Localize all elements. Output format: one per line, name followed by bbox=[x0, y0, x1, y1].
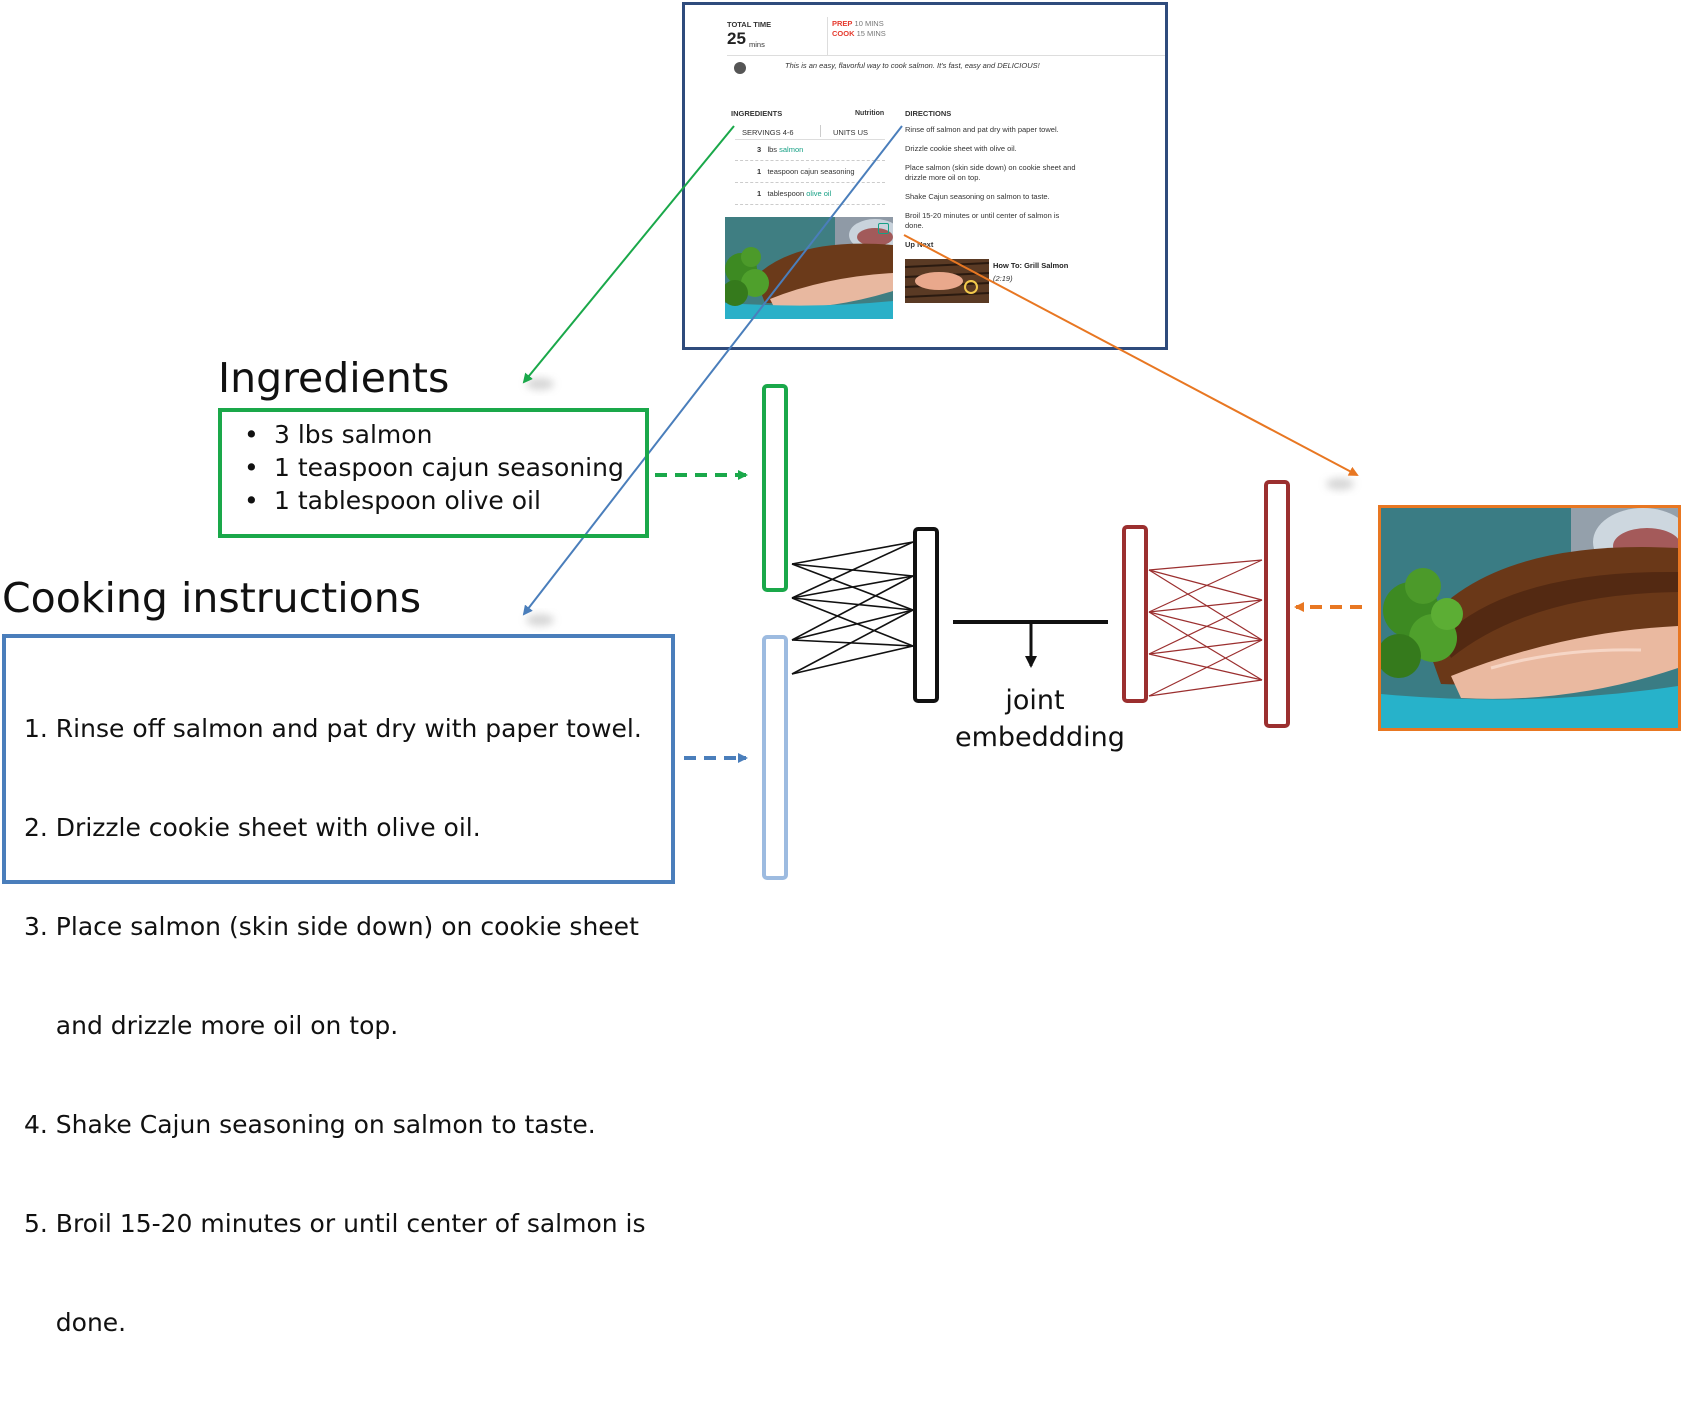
arrow-shadow bbox=[526, 614, 554, 626]
direction-step: Rinse off salmon and pat dry with paper … bbox=[905, 125, 1059, 134]
arrow-shadow bbox=[1326, 478, 1354, 490]
servings-selector[interactable]: SERVINGS 4-6 bbox=[742, 128, 794, 137]
instruction-line: 4. Shake Cajun seasoning on salmon to ta… bbox=[24, 1110, 596, 1139]
cook-time: COOK 15 MINS bbox=[832, 29, 886, 39]
salmon-photo bbox=[1378, 505, 1681, 731]
instructions-box: 1. Rinse off salmon and pat dry with pap… bbox=[2, 634, 675, 1337]
direction-step: Drizzle cookie sheet with olive oil. bbox=[905, 144, 1017, 153]
salmon-photo-graphic bbox=[1381, 508, 1678, 728]
ingredient-item: •1 teaspoon cajun seasoning bbox=[244, 453, 624, 482]
ingredients-box: •3 lbs salmon •1 teaspoon cajun seasonin… bbox=[218, 408, 649, 538]
instructions-list: 1. Rinse off salmon and pat dry with pap… bbox=[24, 646, 646, 1405]
video-thumbnail[interactable] bbox=[905, 259, 989, 303]
direction-step: Broil 15-20 minutes or until center of s… bbox=[905, 211, 1060, 220]
ingredient-link[interactable]: salmon bbox=[779, 145, 804, 154]
ingredients-embedding-bar bbox=[762, 384, 788, 592]
ingredients-pointer-arrow bbox=[522, 125, 735, 384]
directions-heading: DIRECTIONS bbox=[905, 109, 952, 118]
direction-step: Place salmon (skin side down) on cookie … bbox=[905, 163, 1076, 172]
ingredient-row: 1 tablespoon olive oil bbox=[757, 189, 831, 199]
image-encoder-bar-inner bbox=[1122, 525, 1148, 703]
ingredient-qty: 1 bbox=[757, 189, 762, 198]
nutrition-link[interactable]: Nutrition bbox=[855, 110, 885, 117]
recipe-screenshot: TOTAL TIME 25 mins PREP 10 MINS COOK 15 … bbox=[682, 2, 1168, 350]
ingredient-unit: teaspoon cajun seasoning bbox=[767, 167, 855, 176]
joint-embedding-label: joint embeddding bbox=[955, 682, 1125, 756]
avatar[interactable] bbox=[734, 62, 746, 74]
prep-time: PREP 10 MINS bbox=[832, 19, 884, 29]
instructions-title: Cooking instructions bbox=[2, 574, 422, 622]
recipe-description: This is an easy, flavorful way to cook s… bbox=[785, 61, 1040, 70]
total-time-unit: mins bbox=[749, 40, 765, 49]
instruction-line: 1. Rinse off salmon and pat dry with pap… bbox=[24, 714, 642, 743]
total-time-label: TOTAL TIME bbox=[727, 20, 772, 29]
image-encoder-connections bbox=[1148, 559, 1263, 697]
ingredient-item: •1 tablespoon olive oil bbox=[244, 486, 541, 515]
units-selector[interactable]: UNITS US bbox=[833, 128, 869, 137]
divider bbox=[727, 55, 1165, 56]
direction-step: drizzle more oil on top. bbox=[905, 173, 981, 182]
instruction-line: done. bbox=[24, 1308, 127, 1337]
divider bbox=[735, 204, 885, 205]
cook-label: COOK bbox=[832, 29, 855, 38]
total-time-value: 25 bbox=[727, 29, 746, 48]
ingredients-list: •3 lbs salmon •1 teaspoon cajun seasonin… bbox=[244, 418, 624, 517]
image-pointer-arrow bbox=[903, 234, 1359, 476]
video-duration: (2:19) bbox=[993, 274, 1013, 283]
ingredient-unit: tablespoon bbox=[767, 189, 805, 198]
ingredient-qty: 3 bbox=[757, 145, 762, 154]
joint-label-line: embeddding bbox=[955, 722, 1125, 753]
video-title[interactable]: How To: Grill Salmon bbox=[993, 261, 1069, 270]
joint-label-line: joint bbox=[1005, 685, 1065, 716]
divider bbox=[735, 160, 885, 161]
image-encoder-bar-outer bbox=[1264, 480, 1290, 728]
divider bbox=[735, 139, 885, 140]
divider bbox=[827, 17, 828, 55]
ingredient-text: 1 teaspoon cajun seasoning bbox=[274, 453, 624, 482]
diagram-connectors bbox=[522, 125, 1362, 763]
instruction-line: 2. Drizzle cookie sheet with olive oil. bbox=[24, 813, 481, 842]
divider bbox=[820, 125, 821, 137]
ingredient-text: 3 lbs salmon bbox=[274, 420, 433, 449]
cook-value: 15 MINS bbox=[856, 29, 886, 38]
prep-value: 10 MINS bbox=[854, 19, 884, 28]
instructions-pointer-arrow bbox=[522, 125, 903, 616]
instructions-embedding-bar bbox=[762, 635, 788, 880]
instruction-line: 3. Place salmon (skin side down) on cook… bbox=[24, 912, 639, 941]
arrow-shadow bbox=[526, 378, 554, 390]
ingredient-row: 3 lbs salmon bbox=[757, 145, 803, 155]
ingredient-unit: lbs bbox=[767, 145, 778, 154]
direction-step: done. bbox=[905, 221, 924, 230]
instruction-line: 5. Broil 15-20 minutes or until center o… bbox=[24, 1209, 646, 1238]
prep-label: PREP bbox=[832, 19, 853, 28]
camera-icon[interactable] bbox=[878, 223, 889, 234]
up-next-heading: Up Next bbox=[905, 240, 934, 249]
ingredient-item: •3 lbs salmon bbox=[244, 420, 433, 449]
ingredients-heading: INGREDIENTS bbox=[731, 109, 783, 118]
divider bbox=[735, 182, 885, 183]
ingredient-qty: 1 bbox=[757, 167, 762, 176]
ingredients-title: Ingredients bbox=[218, 354, 450, 402]
text-encoder-bar bbox=[913, 527, 939, 703]
ingredient-row: 1 teaspoon cajun seasoning bbox=[757, 167, 855, 177]
recipe-photo bbox=[725, 217, 893, 319]
ingredient-link[interactable]: olive oil bbox=[806, 189, 832, 198]
text-encoder-connections bbox=[791, 541, 914, 675]
instruction-line: and drizzle more oil on top. bbox=[24, 1011, 399, 1040]
ingredient-text: 1 tablespoon olive oil bbox=[274, 486, 541, 515]
direction-step: Shake Cajun seasoning on salmon to taste… bbox=[905, 192, 1050, 201]
